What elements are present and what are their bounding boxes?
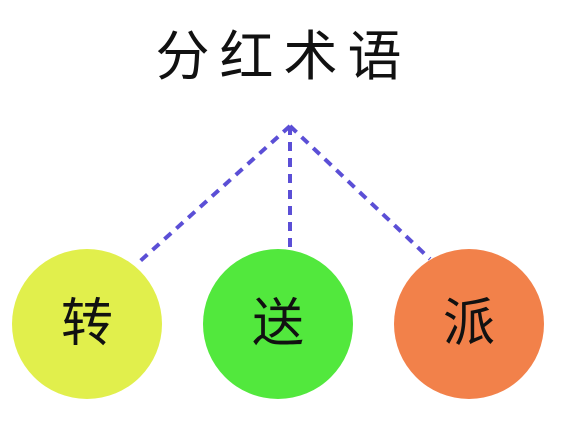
- node-pai: 派: [394, 249, 544, 399]
- connector-line-zhuan: [136, 124, 292, 265]
- node-zhuan-label: 转: [60, 294, 113, 354]
- node-song-label: 送: [251, 294, 304, 354]
- node-song: 送: [203, 249, 353, 399]
- connector-line-pai: [288, 124, 432, 261]
- diagram-title: 分红术语: [155, 25, 412, 88]
- node-pai-label: 派: [442, 294, 495, 354]
- node-zhuan: 转: [12, 249, 162, 399]
